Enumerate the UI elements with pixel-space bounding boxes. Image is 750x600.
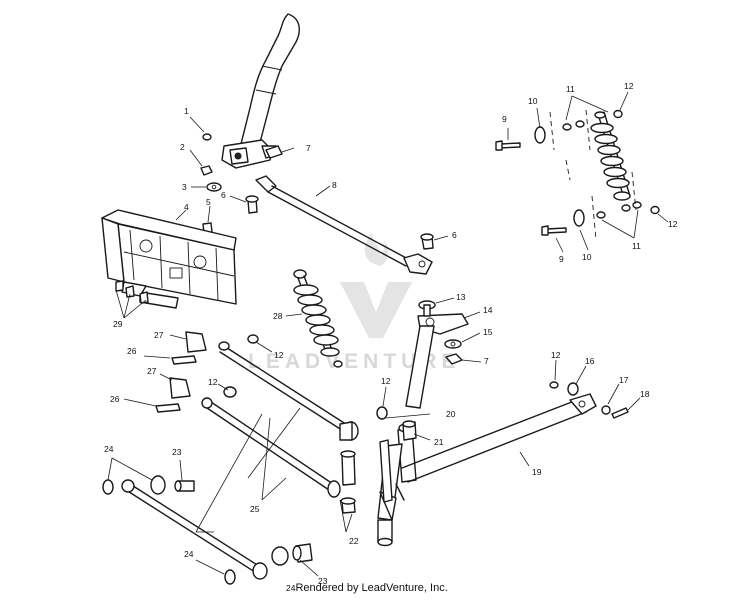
callout-28: 28 (273, 311, 283, 321)
leader-lines (107, 91, 669, 577)
callout-6-right: 6 (452, 230, 457, 240)
callout-4: 4 (184, 202, 189, 212)
frame-bracket-part (101, 209, 237, 309)
callout-26-bottom: 26 (110, 394, 120, 404)
callout-8: 8 (332, 180, 337, 190)
footer-credit: 24Rendered by LeadVenture, Inc. (286, 582, 448, 594)
callout-18: 18 (640, 389, 650, 399)
bushing-hardware (376, 381, 629, 441)
shock-absorber-right (495, 109, 660, 241)
callout-24-left: 24 (104, 444, 114, 454)
radius-rod-part (377, 393, 597, 547)
watermark-logo-mark (340, 282, 412, 338)
callout-12-spindle: 12 (381, 376, 391, 386)
callout-14: 14 (483, 305, 493, 315)
frame-bolts (115, 280, 149, 304)
leadventure-watermark: LEADVENTURE (248, 232, 461, 373)
footer-part-number: 24 (286, 583, 296, 593)
callout-17: 17 (619, 375, 629, 385)
footer-credit-text: Rendered by LeadVenture, Inc. (295, 582, 448, 594)
callout-11-top: 11 (566, 84, 575, 94)
callout-12-right: 12 (668, 219, 678, 229)
watermark-text: LEADVENTURE (248, 350, 461, 373)
tie-rod-part (255, 175, 434, 275)
callout-21: 21 (434, 437, 444, 447)
callout-23-bottom: 23 (318, 576, 328, 586)
steering-post-part (221, 13, 300, 169)
callout-10-top: 10 (528, 96, 538, 106)
callout-26-top: 26 (127, 346, 137, 356)
callout-24-bottom: 24 (184, 549, 194, 559)
arm-end-hardware (102, 450, 356, 585)
shock-absorber-center (293, 269, 343, 368)
callout-6-top: 6 (221, 190, 226, 200)
spindle-part (405, 300, 469, 409)
callout-13: 13 (456, 292, 466, 302)
callout-5: 5 (206, 197, 211, 207)
control-arm-upper (218, 341, 359, 441)
callout-29: 29 (113, 319, 123, 329)
callout-3: 3 (182, 182, 187, 192)
callout-12-rod: 12 (551, 350, 561, 360)
callout-7-right: 7 (484, 356, 489, 366)
callout-16: 16 (585, 356, 595, 366)
callout-20: 20 (446, 409, 456, 419)
callout-1: 1 (184, 106, 189, 116)
callout-12-center: 12 (274, 350, 284, 360)
callout-12-top-right: 12 (624, 81, 634, 91)
callout-2: 2 (180, 142, 185, 152)
callout-15: 15 (483, 327, 493, 337)
control-arm-lower (121, 479, 268, 580)
control-arm-middle (201, 397, 341, 498)
callout-27-bottom: 27 (147, 366, 157, 376)
callout-9-top: 9 (502, 114, 507, 124)
callout-11-bottom: 11 (632, 241, 641, 251)
callout-9-bottom: 9 (559, 254, 564, 264)
callout-numbers: 1 2 3 4 5 6 6 7 7 8 9 9 10 10 11 11 12 1… (104, 81, 678, 586)
callout-27-top: 27 (154, 330, 164, 340)
callout-10-bottom: 10 (582, 252, 592, 262)
callout-22: 22 (349, 536, 359, 546)
callout-23-left: 23 (172, 447, 182, 457)
callout-19: 19 (532, 467, 542, 477)
watermark-flame-mark (364, 232, 389, 266)
callout-25: 25 (250, 504, 260, 514)
callout-7-top: 7 (306, 143, 311, 153)
callout-12-left: 12 (208, 377, 218, 387)
